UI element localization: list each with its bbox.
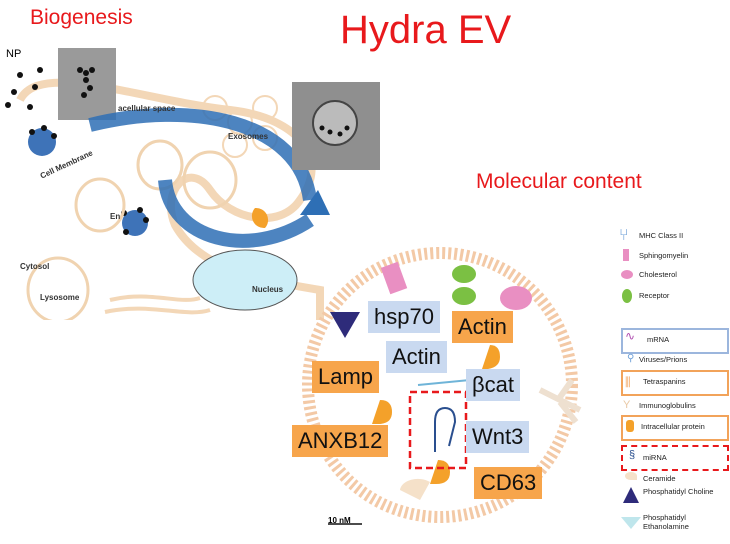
lysosome <box>26 256 90 320</box>
immunoglobulin-icon: Y <box>623 399 631 411</box>
cholesterol-mark <box>500 286 532 310</box>
legend-label: Phosphatidyl Ethanolamine <box>643 513 689 531</box>
mirna-box <box>408 390 468 470</box>
label-cytosol: Cytosol <box>20 262 50 271</box>
ceramide-icon <box>625 472 637 480</box>
section-heading-molecular: Molecular content <box>476 170 642 193</box>
protein-actin-orange: Actin <box>452 311 513 343</box>
legend-label: Tetraspanins <box>643 377 686 386</box>
legend-label: Intracellular protein <box>641 422 705 431</box>
ceramide-mark <box>400 478 430 500</box>
legend-tetraspanin-box <box>621 370 729 396</box>
immunoglobulin-mark <box>538 378 582 424</box>
mhc-icon: ⑂ <box>619 227 629 244</box>
mrna-icon: ∿ <box>625 329 636 343</box>
intracellular-protein-icon <box>626 420 634 432</box>
micrograph-np <box>58 48 116 120</box>
cholesterol-icon <box>621 270 633 279</box>
protein-actin-blue: Actin <box>386 341 447 373</box>
protein-hsp70: hsp70 <box>368 301 440 333</box>
section-heading-biogenesis: Biogenesis <box>30 6 133 29</box>
tetraspanin-icon: ⫼ <box>625 375 631 389</box>
legend-mrna-box <box>621 328 729 354</box>
sphingomyelin-icon <box>623 249 629 261</box>
legend-mirna-box <box>621 445 729 471</box>
label-exosomes: Exosomes <box>228 132 269 141</box>
protein-lamp: Lamp <box>312 361 380 393</box>
legend-label: Immunoglobulins <box>639 401 696 410</box>
legend-label: MHC Class II <box>639 231 684 240</box>
receptor-icon <box>622 289 632 303</box>
legend-label: Viruses/Prions <box>639 355 688 364</box>
legend: ⑂ MHC Class II Sphingomyelin Cholesterol… <box>615 225 730 544</box>
endosome-np <box>28 128 56 156</box>
phosphatidylethanolamine-icon <box>621 517 641 529</box>
label-extracellular: acellular space <box>118 104 176 113</box>
mirna-icon: § <box>629 449 636 461</box>
legend-label: Ceramide <box>643 474 676 483</box>
mirna-mark <box>434 406 457 452</box>
arrow-endocytosis <box>88 107 317 202</box>
legend-label: mRNA <box>647 335 670 344</box>
label-endosome: En <box>110 212 121 221</box>
legend-label: Phosphatidyl Choline <box>643 487 714 496</box>
cell-membrane <box>16 78 324 320</box>
virus-icon: ⚲ <box>627 353 635 364</box>
receptor-mark <box>452 287 476 305</box>
page-title: Hydra EV <box>340 8 512 52</box>
phosphatidylcholine-mark <box>330 312 360 338</box>
arrow-secretion <box>158 178 314 248</box>
protein-cd63: CD63 <box>474 467 543 499</box>
nanoparticles <box>5 67 43 110</box>
legend-label: Receptor <box>639 291 670 300</box>
protein-anxb12: ANXB12 <box>292 425 389 457</box>
legend-label: Cholesterol <box>639 270 677 279</box>
label-nucleus: Nucleus <box>252 285 284 294</box>
nucleus <box>192 249 298 311</box>
biogenesis-diagram <box>5 48 380 320</box>
phosphatidylcholine-icon <box>623 487 639 503</box>
legend-intracellular-box <box>621 415 729 441</box>
protein-bcat: βcat <box>466 369 521 401</box>
label-lysosome: Lysosome <box>40 293 80 302</box>
scale-label: 10 nM <box>328 516 351 525</box>
sphingomyelin-mark <box>380 261 408 295</box>
legend-label: Sphingomyelin <box>639 251 689 260</box>
legend-label: miRNA <box>643 453 667 462</box>
np-label: NP <box>6 48 22 60</box>
protein-wnt3: Wnt3 <box>466 421 530 453</box>
